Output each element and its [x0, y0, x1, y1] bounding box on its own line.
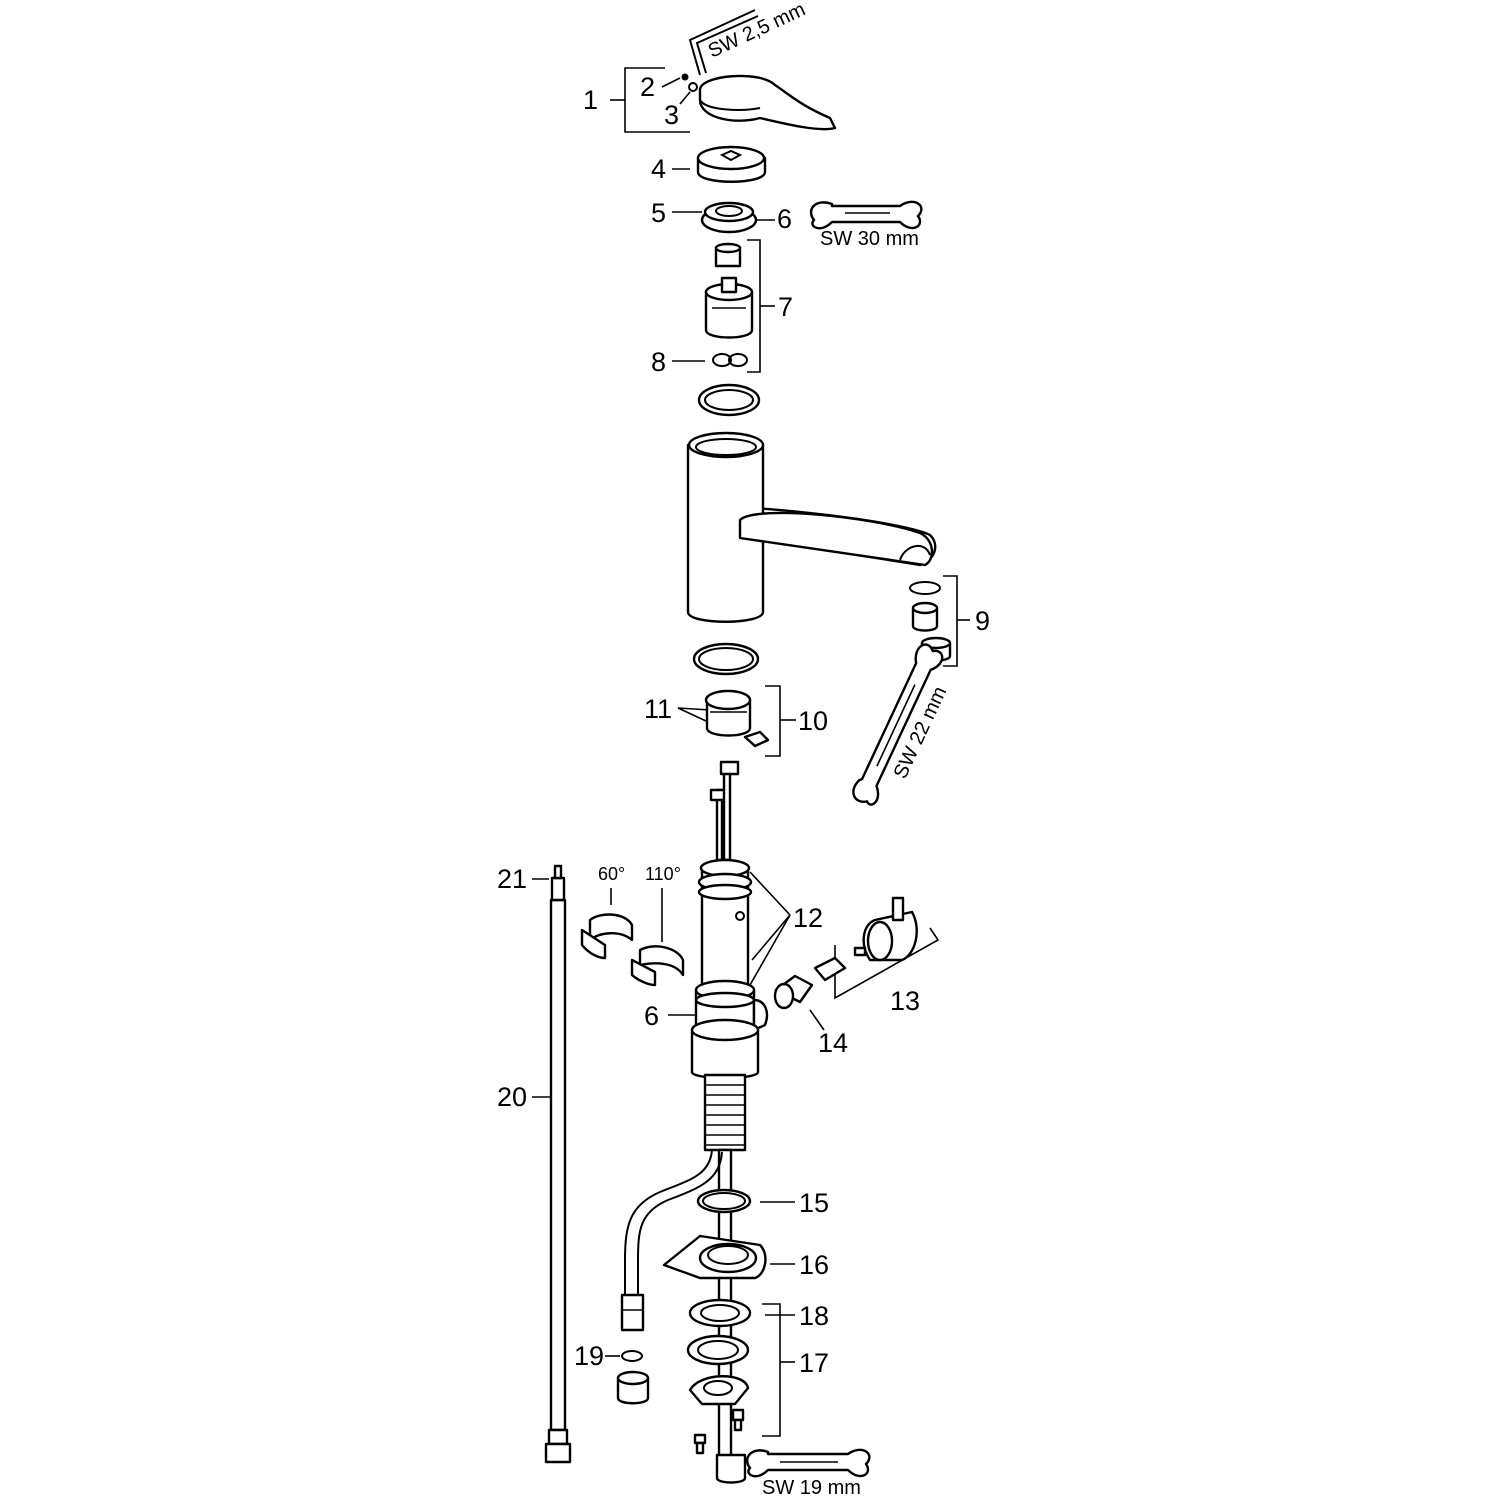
callout-7: 7	[778, 292, 793, 322]
spacer-ring	[697, 383, 761, 417]
rubber-washer	[688, 1298, 752, 1328]
metal-washer	[686, 1334, 750, 1366]
callout-2: 2	[640, 72, 655, 102]
callout-8: 8	[651, 347, 666, 377]
threaded-shaft	[703, 1073, 747, 1152]
callout-12: 12	[793, 903, 823, 933]
bracket-9	[943, 575, 958, 667]
valve-knob	[853, 896, 918, 962]
body-o-ring	[692, 642, 760, 676]
callout-16: 16	[799, 1250, 829, 1280]
lever-handle	[698, 74, 837, 131]
wrench-sw22	[852, 643, 944, 806]
fixing-bracket	[688, 1375, 750, 1406]
callout-6-bottom: 6	[644, 1001, 659, 1031]
faucet-shank	[690, 858, 769, 1080]
faucet-body	[686, 431, 937, 623]
clip-110-angle: 110°	[645, 864, 681, 884]
cap-plug	[688, 82, 698, 92]
callout-21: 21	[497, 864, 527, 894]
callout-6-top: 6	[777, 204, 792, 234]
callout-9: 9	[975, 606, 990, 636]
wrench-sw19	[746, 1448, 871, 1478]
flex-hose	[620, 1149, 723, 1332]
hose-adapter	[616, 1350, 650, 1405]
hex-key	[688, 9, 759, 76]
ceramic-cartridge	[704, 276, 754, 339]
cartridge-seals	[712, 353, 748, 367]
cover-cap	[696, 145, 767, 183]
diverter-valve	[704, 689, 770, 748]
hex-key-size-label: SW 2,5 mm	[705, 0, 809, 63]
supply-hose	[544, 864, 572, 1464]
callout-3: 3	[664, 100, 679, 130]
clip-60	[580, 913, 634, 960]
callout-5: 5	[651, 198, 666, 228]
wrench-sw30-label: SW 30 mm	[820, 228, 919, 250]
callout-18: 18	[799, 1301, 829, 1331]
bracket-1	[610, 67, 690, 133]
clip-110	[630, 945, 685, 987]
bracket-10	[765, 685, 781, 757]
bracket-17	[762, 1303, 781, 1437]
base-plate	[662, 1234, 767, 1280]
clip-60-angle: 60°	[598, 864, 625, 884]
fixing-screws	[693, 1408, 745, 1455]
supply-hose-connectors	[709, 760, 740, 862]
callout-19: 19	[574, 1341, 604, 1371]
callout-14: 14	[818, 1028, 848, 1058]
clamping-nut	[700, 201, 758, 234]
callout-1: 1	[583, 85, 598, 115]
check-valve	[773, 956, 847, 1010]
callout-20: 20	[497, 1082, 527, 1112]
callout-10: 10	[798, 706, 828, 736]
callout-11: 11	[644, 694, 672, 724]
callout-17: 17	[799, 1348, 829, 1378]
callout-4: 4	[651, 154, 666, 184]
wrench-sw30	[809, 200, 923, 230]
callout-13: 13	[890, 986, 920, 1016]
callout-15: 15	[799, 1188, 829, 1218]
shaft-o-ring	[696, 1188, 752, 1214]
wrench-sw19-label: SW 19 mm	[762, 1477, 861, 1499]
cartridge-adapter	[714, 242, 742, 268]
grub-screw	[681, 73, 689, 81]
